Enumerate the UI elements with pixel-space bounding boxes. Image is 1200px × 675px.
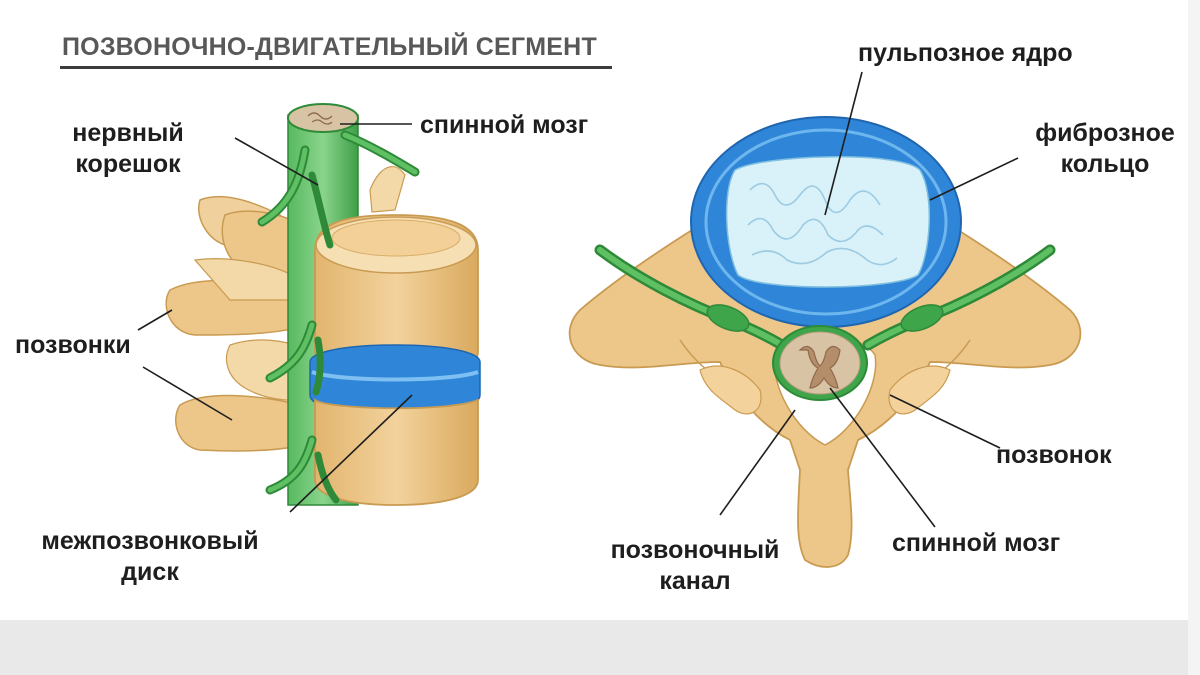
- pointer-nucleus: [824, 71, 863, 216]
- label-intervertebral-disc: межпозвонковый диск: [30, 526, 270, 588]
- facet-left: [699, 365, 762, 415]
- right-edge-strip: [1188, 0, 1200, 675]
- pointer-spinal-cord-bottom: [829, 387, 936, 528]
- label-nerve-root-line1: нервный: [72, 119, 184, 147]
- title-underline: [60, 66, 612, 69]
- pointer-lines: [137, 71, 1019, 528]
- label-disc-line1: межпозвонковый: [41, 527, 259, 555]
- label-spinal-cord-top: спинной мозг: [420, 111, 589, 139]
- vertebral-body-lower: [314, 398, 479, 506]
- label-nerve-root-line2: корешок: [75, 150, 181, 178]
- pointer-nerve-root: [234, 137, 319, 186]
- label-vertebra: позвонок: [996, 441, 1112, 469]
- label-canal-line2: канал: [659, 567, 731, 595]
- pointer-vertebra: [889, 394, 1001, 449]
- label-nucleus-pulposus: пульпозное ядро: [858, 39, 1073, 67]
- back-arch-top: [369, 165, 406, 213]
- slide-title: ПОЗВОНОЧНО-ДВИГАТЕЛЬНЫЙ СЕГМЕНТ: [62, 33, 597, 61]
- label-spinal-canal: позвоночный канал: [600, 535, 790, 597]
- top-view: [568, 116, 1082, 568]
- spinous-process-lower: [175, 394, 322, 452]
- label-annulus-line2: кольцо: [1060, 150, 1150, 178]
- lateral-view: [165, 103, 481, 506]
- label-annulus-fibrosus: фиброзное кольцо: [1020, 118, 1190, 180]
- pointer-vertebrae-lower: [142, 366, 233, 421]
- label-disc-line2: диск: [121, 558, 179, 586]
- label-spinal-cord-bottom: спинной мозг: [892, 529, 1061, 557]
- label-vertebrae: позвонки: [15, 331, 131, 359]
- bottom-band: [0, 620, 1200, 675]
- pointer-annulus: [929, 157, 1019, 201]
- pointer-disc: [289, 394, 413, 513]
- label-nerve-root: нервный корешок: [68, 118, 188, 180]
- pointer-canal: [719, 409, 796, 516]
- label-canal-line1: позвоночный: [610, 536, 780, 564]
- pointer-vertebrae-upper: [137, 309, 173, 331]
- label-annulus-line1: фиброзное: [1035, 119, 1175, 147]
- nucleus-pulposus: [725, 156, 931, 288]
